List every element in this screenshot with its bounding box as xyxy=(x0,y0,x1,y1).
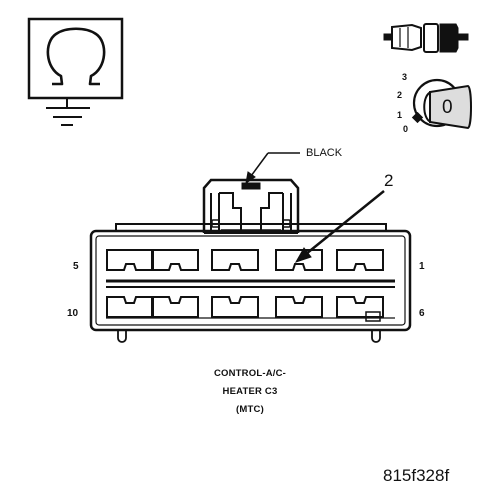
pin-cavity xyxy=(151,249,199,271)
figure-id: 815f328f xyxy=(383,466,450,485)
pin-number-top-right: 1 xyxy=(419,261,425,272)
connector-name-line1: CONTROL-A/C- xyxy=(213,368,287,379)
pin-cavities xyxy=(106,249,384,318)
pin-cavity xyxy=(211,296,259,318)
key-label: 0 xyxy=(442,97,453,118)
key-position-1: 1 xyxy=(397,110,402,120)
connector-plug-icon xyxy=(383,23,469,53)
color-leader xyxy=(245,152,300,185)
key-position-2: 2 xyxy=(397,90,402,100)
pin-cavity xyxy=(151,296,199,318)
connector-latch xyxy=(202,178,300,234)
connector-name-line3: (MTC) xyxy=(236,404,264,415)
pointer-leader xyxy=(294,190,385,263)
pin-number-top-left: 5 xyxy=(73,261,79,272)
key-position-3: 3 xyxy=(402,72,407,82)
key-position-0: 0 xyxy=(403,124,408,134)
pin-cavity xyxy=(336,296,384,318)
ohm-ground-icon xyxy=(27,17,124,126)
pin-cavity xyxy=(275,249,323,271)
pin-cavity xyxy=(275,296,323,318)
pointer-number: 2 xyxy=(384,171,394,190)
pin-cavity xyxy=(211,249,259,271)
pin-cavity xyxy=(106,249,154,271)
ignition-key-icon xyxy=(411,78,472,130)
pin-number-bottom-right: 6 xyxy=(419,308,425,319)
pin-cavity xyxy=(336,249,384,271)
color-label: BLACK xyxy=(306,147,343,159)
connector-name-line2: HEATER C3 xyxy=(222,386,278,397)
pin-cavity xyxy=(106,296,154,318)
connector-body xyxy=(89,223,412,343)
pin-number-bottom-left: 10 xyxy=(67,308,79,319)
